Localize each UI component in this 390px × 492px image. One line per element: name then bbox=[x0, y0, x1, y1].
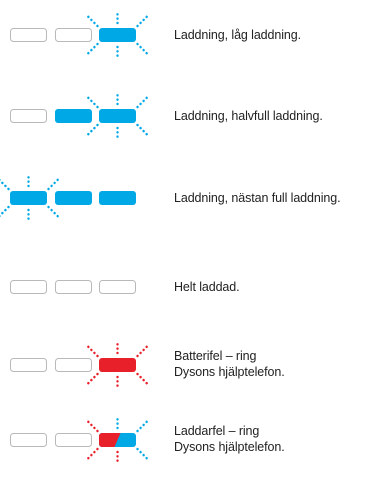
flash-ray bbox=[136, 42, 149, 56]
led-segment-blue bbox=[10, 191, 47, 205]
label-line: Laddning, halvfull laddning. bbox=[174, 109, 323, 123]
led-indicator-almost-full bbox=[0, 172, 136, 224]
led-segment-off bbox=[10, 28, 47, 42]
flash-ray bbox=[136, 123, 149, 137]
flash-ray bbox=[86, 447, 99, 461]
flash-ray bbox=[47, 177, 60, 191]
legend-row-half-charge: Laddning, halvfull laddning. bbox=[0, 90, 390, 142]
flash-ray bbox=[86, 42, 99, 56]
led-segment-off bbox=[55, 433, 92, 447]
flash-ray bbox=[86, 14, 99, 28]
led-segment-off bbox=[55, 28, 92, 42]
row-label: Laddarfel – ring Dysons hjälptelefon. bbox=[174, 423, 285, 455]
flash-rays-icon bbox=[86, 90, 149, 142]
led-segment-blue bbox=[99, 109, 136, 123]
legend-row-charging-fault: Laddarfel – ring Dysons hjälptelefon. bbox=[0, 414, 390, 466]
flash-ray bbox=[47, 205, 60, 219]
legend-row-almost-full: Laddning, nästan full laddning. bbox=[0, 172, 390, 224]
led-segment-blue bbox=[55, 191, 92, 205]
led-indicator-half-charge bbox=[10, 90, 149, 142]
flash-ray bbox=[86, 95, 99, 109]
label-line: Dysons hjälptelefon. bbox=[174, 365, 285, 379]
row-label: Helt laddad. bbox=[174, 279, 240, 295]
flash-ray bbox=[86, 344, 99, 358]
flash-ray bbox=[86, 123, 99, 137]
flash-ray bbox=[136, 447, 149, 461]
flash-rays-icon bbox=[86, 414, 149, 466]
row-label: Batterifel – ring Dysons hjälptelefon. bbox=[174, 348, 285, 380]
led-segment-off bbox=[10, 280, 47, 294]
label-line: Helt laddad. bbox=[174, 280, 240, 294]
led-indicator-charging-fault bbox=[10, 414, 149, 466]
flash-ray bbox=[136, 14, 149, 28]
flash-ray bbox=[136, 344, 149, 358]
flash-ray bbox=[0, 205, 10, 218]
label-line: Laddning, låg laddning. bbox=[174, 28, 301, 42]
flash-ray bbox=[86, 372, 99, 386]
led-segment-blue bbox=[99, 191, 136, 205]
flash-ray bbox=[136, 372, 149, 386]
row-label: Laddning, nästan full laddning. bbox=[174, 190, 341, 206]
legend-row-battery-fault: Batterifel – ring Dysons hjälptelefon. bbox=[0, 339, 390, 391]
led-indicator-fully-charged bbox=[10, 280, 136, 294]
row-label: Laddning, låg laddning. bbox=[174, 27, 301, 43]
label-line: Laddning, nästan full laddning. bbox=[174, 191, 341, 205]
led-segment-blue bbox=[99, 28, 136, 42]
flash-ray bbox=[0, 178, 10, 191]
led-indicator-low-charge bbox=[10, 9, 149, 61]
led-segment-off bbox=[10, 109, 47, 123]
flash-ray bbox=[136, 95, 149, 109]
flash-rays-icon bbox=[0, 172, 60, 224]
label-line: Batterifel – ring bbox=[174, 349, 257, 363]
led-indicator-battery-fault bbox=[10, 339, 149, 391]
led-segment-off bbox=[99, 280, 136, 294]
label-line: Laddarfel – ring bbox=[174, 424, 260, 438]
led-segment-red-blue bbox=[99, 433, 136, 447]
led-segment-off bbox=[10, 358, 47, 372]
led-segment-red bbox=[99, 358, 136, 372]
led-segment-off bbox=[10, 433, 47, 447]
row-label: Laddning, halvfull laddning. bbox=[174, 108, 323, 124]
legend-row-fully-charged: Helt laddad. bbox=[0, 266, 390, 308]
led-segment-off bbox=[55, 358, 92, 372]
flash-rays-icon bbox=[86, 339, 149, 391]
legend-row-low-charge: Laddning, låg laddning. bbox=[0, 9, 390, 61]
led-segment-blue bbox=[55, 109, 92, 123]
flash-rays-icon bbox=[86, 9, 149, 61]
flash-ray bbox=[86, 419, 99, 433]
flash-ray bbox=[136, 419, 149, 433]
label-line: Dysons hjälptelefon. bbox=[174, 440, 285, 454]
led-segment-off bbox=[55, 280, 92, 294]
